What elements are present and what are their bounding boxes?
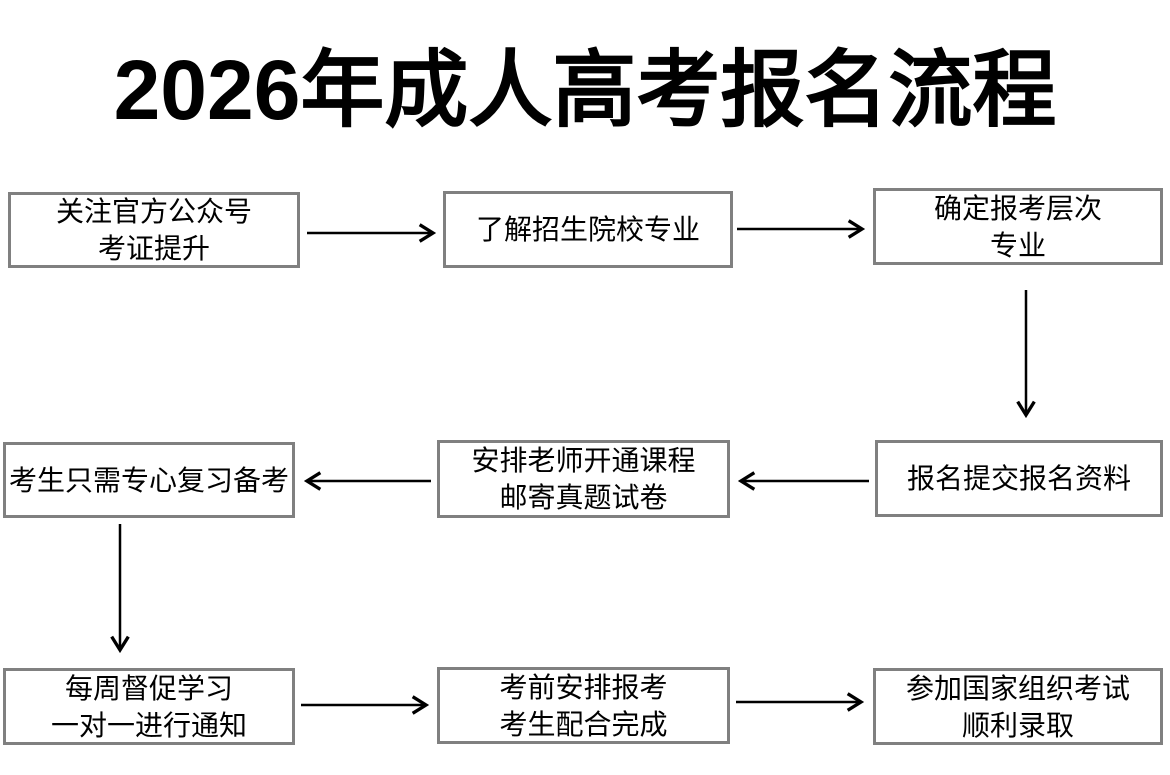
flow-step-1-line-2: 考证提升: [97, 233, 210, 264]
flow-step-2-line-1: 了解招生院校专业: [475, 214, 700, 245]
flow-step-9-line-2: 顺利录取: [961, 709, 1074, 741]
flow-step-3-line-2: 专业: [989, 229, 1046, 261]
flow-step-3-line-1: 确定报考层次: [933, 192, 1102, 224]
flow-step-5: 安排老师开通课程 邮寄真题试卷: [437, 440, 730, 518]
flow-step-4: 报名提交报名资料: [875, 440, 1163, 517]
flow-step-9: 参加国家组织考试 顺利录取: [873, 668, 1163, 745]
flow-step-3: 确定报考层次 专业: [873, 188, 1163, 265]
flow-step-2: 了解招生院校专业: [443, 191, 733, 268]
flow-step-6: 考生只需专心复习备考: [3, 442, 295, 518]
flow-step-4-line-1: 报名提交报名资料: [906, 463, 1131, 494]
page-title: 2026年成人高考报名流程: [113, 43, 1057, 137]
flow-step-8: 考前安排报考 考生配合完成: [437, 667, 730, 744]
flow-step-7: 每周督促学习 一对一进行通知: [3, 668, 295, 745]
flow-step-6-line-1: 考生只需专心复习备考: [8, 464, 289, 496]
flow-step-9-line-1: 参加国家组织考试: [905, 672, 1130, 704]
flow-step-7-line-1: 每周督促学习: [64, 672, 233, 704]
flow-step-5-line-1: 安排老师开通课程: [471, 445, 696, 476]
flow-step-1: 关注官方公众号 考证提升: [8, 192, 300, 268]
flow-step-7-line-2: 一对一进行通知: [50, 709, 247, 741]
flow-step-1-line-1: 关注官方公众号: [55, 196, 252, 227]
flow-step-8-line-1: 考前安排报考: [499, 671, 668, 703]
flow-step-8-line-2: 考生配合完成: [499, 708, 668, 740]
flow-step-5-line-2: 邮寄真题试卷: [499, 482, 668, 513]
